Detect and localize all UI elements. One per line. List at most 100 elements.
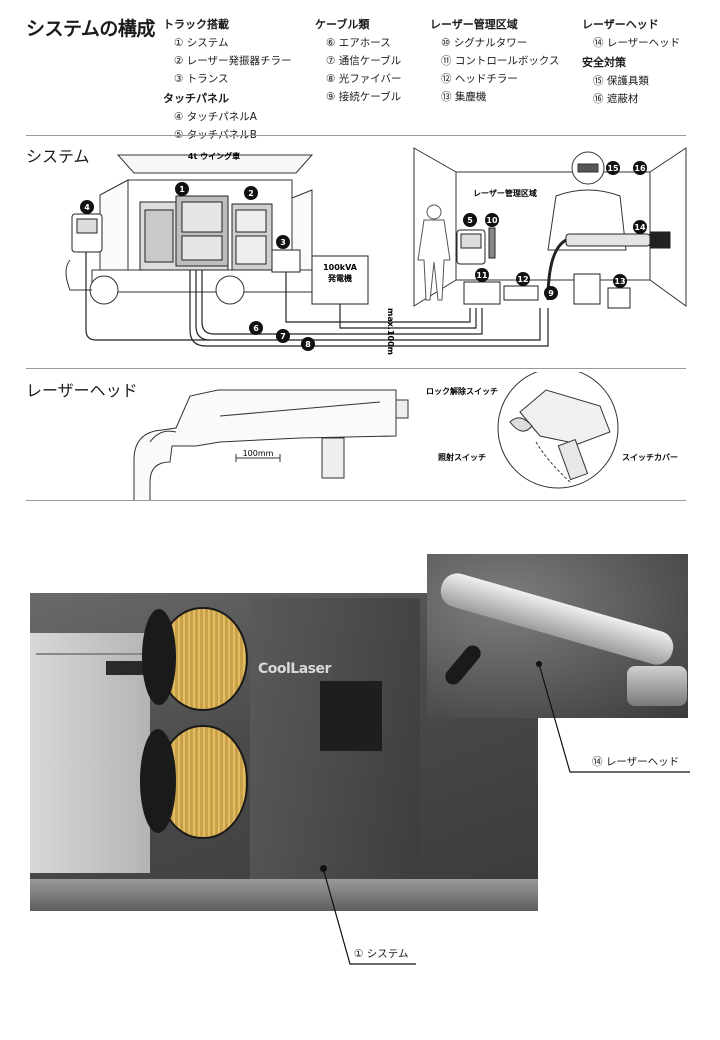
legend-item: ⑥ エアホース (326, 35, 402, 50)
marker: 16 (633, 161, 647, 175)
caption-label: レーザーヘッド (605, 756, 680, 768)
svg-text:5: 5 (467, 216, 473, 225)
generator-label-2: 発電機 (327, 273, 352, 283)
truck-label: 4t ウイング車 (188, 151, 240, 161)
legend-item: ② レーザー発振器チラー (174, 53, 292, 68)
svg-text:10: 10 (486, 216, 498, 225)
caption-laser-head: ⑭ レーザーヘッド (592, 754, 679, 769)
caption-number: ① (354, 948, 364, 960)
fire-switch-label: 照射スイッチ (438, 452, 486, 462)
legend-number: ⑩ (441, 37, 451, 49)
system-unit (139, 195, 229, 271)
laser-head-outline (133, 389, 409, 500)
legend-item: ⑪ コントロールボックス (441, 53, 560, 68)
marker: 14 (633, 220, 647, 234)
caption-number: ⑭ (592, 756, 603, 768)
legend-label: シグナルタワー (453, 37, 528, 49)
svg-text:4: 4 (84, 203, 90, 212)
legend-item: ⑮ 保護具類 (593, 73, 680, 88)
dust-collector (573, 273, 601, 305)
touch-panel-a (71, 213, 103, 253)
chiller-unit (231, 203, 273, 271)
brand-logo: CoolLaser (258, 661, 331, 677)
svg-text:2: 2 (248, 189, 254, 198)
marker: 15 (606, 161, 620, 175)
legend-group-cables: ケーブル類 ⑥ エアホース ⑦ 通信ケーブル ⑧ 光ファイバー ⑨ 接続ケーブル (315, 16, 402, 104)
legend-label: ヘッドチラー (454, 73, 518, 85)
truck-vent (106, 661, 146, 675)
svg-text:9: 9 (548, 289, 554, 298)
head-nozzle (627, 666, 687, 706)
legend-item: ⑩ シグナルタワー (441, 35, 560, 50)
legend-label: システム (186, 37, 229, 49)
divider (26, 500, 686, 501)
legend-label: 通信ケーブル (338, 55, 402, 67)
legend-category: タッチパネル (163, 92, 229, 105)
section-title-system: システム (26, 147, 90, 166)
callout-line-head (538, 663, 690, 773)
svg-text:12: 12 (517, 275, 528, 284)
caption-system: ① システム (354, 946, 408, 961)
marker: 6 (249, 321, 263, 335)
marker: 5 (463, 213, 477, 227)
area-label: レーザー管理区域 (473, 188, 537, 198)
legend-label: レーザー発振器チラー (186, 55, 292, 67)
legend-label: 光ファイバー (338, 73, 402, 85)
legend-category: 安全対策 (582, 56, 626, 69)
truck-floor (30, 879, 538, 911)
head-chiller (503, 285, 539, 301)
marker: 10 (485, 213, 499, 227)
laser-head-diagram: 100mm ロック解除スイッチ 照射スイッチ スイッチカバー (133, 372, 678, 500)
divider (26, 135, 686, 136)
divider (26, 368, 686, 369)
legend-item: ⑦ 通信ケーブル (326, 53, 402, 68)
caption-label: システム (366, 948, 409, 960)
marker: 2 (244, 186, 258, 200)
distance-label: max.100m (386, 308, 395, 355)
legend-group-laser-area: レーザー管理区域 ⑩ シグナルタワー ⑪ コントロールボックス ⑫ ヘッドチラー… (430, 16, 560, 104)
lock-switch-label: ロック解除スイッチ (426, 386, 498, 396)
legend-item: ④ タッチパネルA (174, 109, 292, 124)
truck-stripe (36, 653, 144, 655)
legend-number: ⑥ (326, 37, 336, 49)
legend-item: ⑯ 遮蔽材 (593, 91, 680, 106)
marker: 8 (301, 337, 315, 351)
touch-panel-b (456, 229, 486, 265)
legend-category: レーザーヘッド (582, 18, 659, 31)
marker: 11 (475, 268, 489, 282)
marker-group: 1 2 3 4 5 6 7 8 9 10 11 12 13 14 15 16 (80, 161, 647, 351)
legend-number: ① (174, 37, 184, 49)
legend-item: ⑭ レーザーヘッド (593, 35, 680, 50)
laser-head-photo (427, 554, 688, 718)
spool-cap-top (142, 609, 176, 705)
svg-text:15: 15 (607, 164, 619, 173)
marker: 12 (516, 272, 530, 286)
system-photo: CoolLaser (30, 593, 538, 911)
legend-item: ⑬ 集塵機 (441, 89, 560, 104)
marker: 4 (80, 200, 94, 214)
legend-number: ⑦ (326, 55, 336, 67)
legend-number: ③ (174, 73, 184, 85)
legend-group-head-safety: レーザーヘッド ⑭ レーザーヘッド 安全対策 ⑮ 保護具類 ⑯ 遮蔽材 (582, 16, 680, 106)
legend-number: ⑮ (593, 75, 604, 87)
switch-cover-label: スイッチカバー (622, 453, 678, 462)
legend-label: タッチパネルA (186, 111, 257, 123)
marker: 13 (613, 274, 627, 288)
legend-number: ⑭ (593, 37, 604, 49)
marker: 9 (544, 286, 558, 300)
legend-category: ケーブル類 (315, 18, 370, 31)
legend-item: ① システム (174, 35, 292, 50)
signal-tower (488, 227, 496, 259)
legend-number: ⑬ (441, 91, 452, 103)
legend-category: レーザー管理区域 (430, 18, 518, 31)
legend-number: ⑫ (441, 73, 452, 85)
svg-text:1: 1 (179, 185, 185, 194)
svg-text:13: 13 (614, 277, 625, 286)
legend-label: コントロールボックス (454, 55, 560, 67)
legend-label: 接続ケーブル (338, 91, 402, 103)
marker: 3 (276, 235, 290, 249)
legend-number: ⑪ (441, 55, 452, 67)
legend-number: ④ (174, 111, 184, 123)
svg-text:7: 7 (280, 332, 286, 341)
